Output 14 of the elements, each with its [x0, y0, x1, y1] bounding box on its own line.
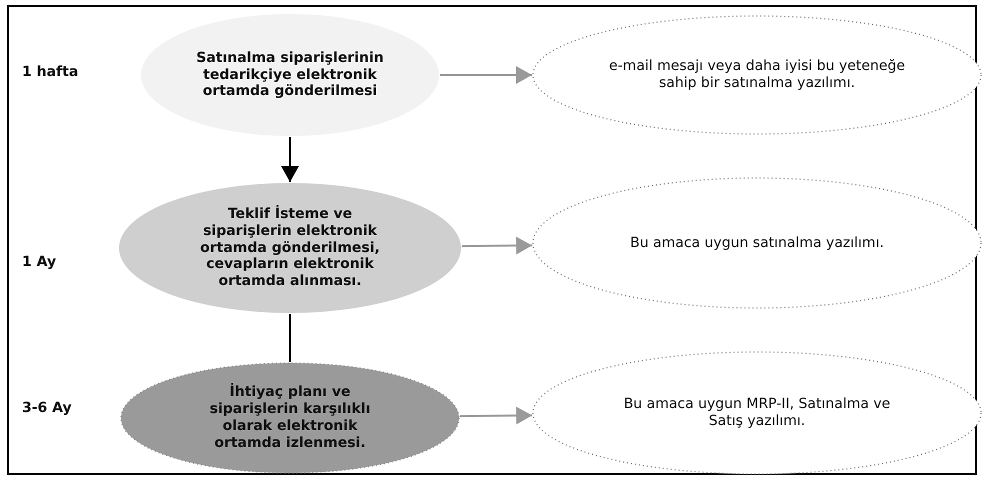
- arrow: [281, 137, 299, 182]
- node-text: İhtiyaç planı ve siparişlerin karşılıklı olarak elektronik ortamda izlenmesi.: [208, 384, 372, 452]
- arrow: [460, 406, 532, 425]
- node-text: Teklif İsteme ve siparişlerin elektronik ortamda gönderilmesi, cevapların elektronik ortamda alınması.: [199, 206, 381, 290]
- time-label: 1 hafta: [22, 64, 78, 80]
- node-text: Satınalma siparişlerinin tedarikçiye elektronik ortamda gönderilmesi: [195, 50, 385, 100]
- arrow: [462, 236, 532, 255]
- node-text: Bu amaca uygun satınalma yazılımı.: [629, 234, 885, 252]
- time-label: 3-6 Ay: [22, 400, 72, 416]
- node-text: e-mail mesajı veya daha iyisi bu yeteneğe sahip bir satınalma yazılımı.: [608, 58, 906, 92]
- connector-line: [289, 314, 291, 362]
- time-label: 1 Ay: [22, 254, 56, 270]
- arrow: [440, 66, 532, 84]
- node-text: Bu amaca uygun MRP-II, Satınalma ve Satış yazılımı.: [622, 396, 892, 430]
